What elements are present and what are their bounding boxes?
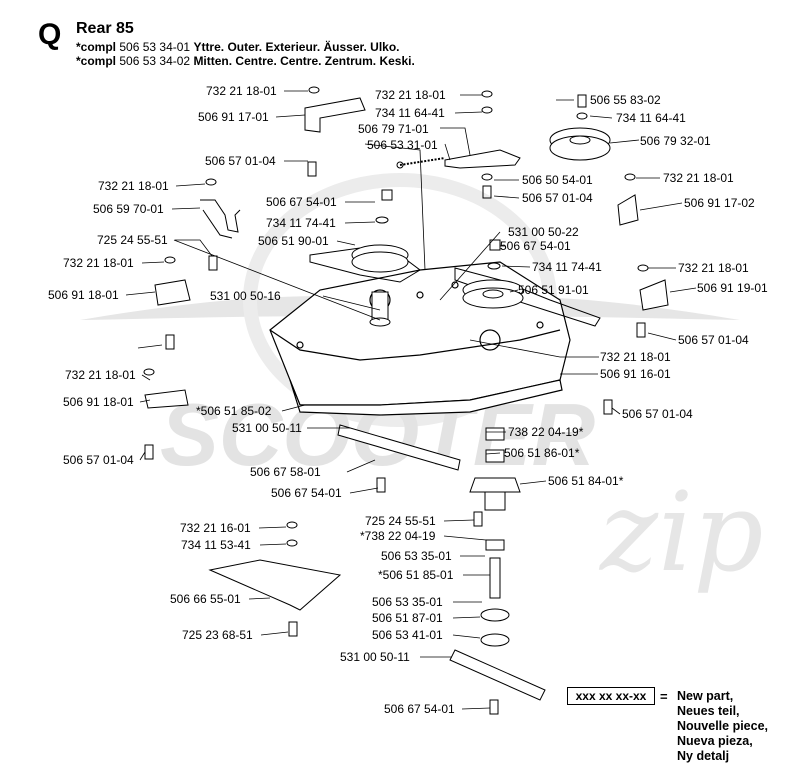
tension-arm <box>396 149 521 169</box>
part-label: 506 51 90-01 <box>258 234 329 248</box>
part-label: 506 53 35-01 <box>372 595 443 609</box>
compl-desc-1: Yttre. Outer. Exterieur. Äusser. Ulko. <box>193 40 400 54</box>
compl-prefix-1: *compl <box>76 40 117 54</box>
spindle-assembly <box>469 427 521 647</box>
part-label: 725 24 55-51 <box>97 233 168 247</box>
bolts <box>144 94 646 715</box>
part-label: 734 11 74-41 <box>266 216 336 230</box>
part-label: 506 67 54-01 <box>266 195 337 209</box>
part-label: 506 50 54-01 <box>522 173 593 187</box>
part-label: 732 21 16-01 <box>180 521 251 535</box>
part-label: 725 24 55-51 <box>365 514 436 528</box>
legend-item: Nueva pieza, <box>677 734 753 748</box>
blade-lower <box>449 649 546 701</box>
part-label: 734 11 74-41 <box>532 260 602 274</box>
pulley-top-right <box>549 127 611 161</box>
part-label: 506 67 58-01 <box>250 465 321 479</box>
part-label: 506 57 01-04 <box>622 407 693 421</box>
part-label: 506 79 71-01 <box>358 122 429 136</box>
part-label: 506 91 18-01 <box>48 288 119 302</box>
part-label: 506 55 83-02 <box>590 93 661 107</box>
part-label: 506 91 16-01 <box>600 367 671 381</box>
part-label: 506 53 35-01 <box>381 549 452 563</box>
bracket-top-left <box>304 97 366 133</box>
compl-line-2: *compl 506 53 34-02 Mitten. Centre. Cent… <box>76 54 415 68</box>
part-label: 506 91 17-01 <box>198 110 269 124</box>
bracket-mid-left <box>154 279 191 306</box>
part-label: 734 11 53-41 <box>181 538 251 552</box>
blade-upper <box>337 424 461 471</box>
part-label: 506 66 55-01 <box>170 592 241 606</box>
part-label: 506 51 91-01 <box>518 283 589 297</box>
legend-item: New part, <box>677 689 734 703</box>
bracket-mid-right <box>639 279 669 311</box>
part-label: 506 67 54-01 <box>384 702 455 716</box>
part-label: 734 11 64-41 <box>375 106 445 120</box>
part-label: 531 00 50-11 <box>232 421 302 435</box>
legend-item: Neues teil, <box>677 704 740 718</box>
discharge-shield <box>208 559 342 611</box>
part-label: 506 67 54-01 <box>500 239 571 253</box>
compl-prefix-2: *compl <box>76 54 117 68</box>
bracket-low-left <box>144 389 189 409</box>
part-label: 506 53 31-01 <box>367 138 438 152</box>
part-label: *506 51 85-02 <box>196 404 272 418</box>
legend-box: xxx xx xx-xx <box>567 687 655 705</box>
legend-text: New part, Neues teil, Nouvelle piece, Nu… <box>677 689 768 764</box>
pulley-right <box>462 279 524 309</box>
part-label: 531 00 50-16 <box>210 289 281 303</box>
watermark-script: zip <box>598 468 764 596</box>
section-title: Rear 85 <box>76 20 134 37</box>
part-label: 506 91 19-01 <box>697 281 768 295</box>
part-label: 732 21 18-01 <box>678 261 749 275</box>
part-label: 506 57 01-04 <box>63 453 134 467</box>
compl-desc-2: Mitten. Centre. Centre. Zentrum. Keski. <box>193 54 415 68</box>
part-label: 734 11 64-41 <box>616 111 686 125</box>
pulley-left <box>351 244 409 327</box>
leader-lines <box>125 90 697 710</box>
part-label: 506 59 70-01 <box>93 202 164 216</box>
legend-item: Nouvelle piece, <box>677 719 769 733</box>
part-label: 506 51 86-01* <box>504 446 580 460</box>
part-label: 506 57 01-04 <box>205 154 276 168</box>
part-label: *506 51 85-01 <box>378 568 454 582</box>
part-label: 506 67 54-01 <box>271 486 342 500</box>
part-label: 531 00 50-22 <box>508 225 579 239</box>
compl-number-2: 506 53 34-02 <box>119 54 191 68</box>
part-label: 738 22 04-19* <box>508 425 584 439</box>
part-label: 506 57 01-04 <box>678 333 749 347</box>
part-label: 531 00 50-11 <box>340 650 410 664</box>
part-label: 506 91 18-01 <box>63 395 134 409</box>
part-label: 506 57 01-04 <box>522 191 593 205</box>
part-label: 732 21 18-01 <box>663 171 734 185</box>
part-label: 732 21 18-01 <box>375 88 446 102</box>
part-label: 732 21 18-01 <box>206 84 277 98</box>
compl-number-1: 506 53 34-01 <box>119 40 191 54</box>
part-label: 506 51 84-01* <box>548 474 624 488</box>
part-label: 732 21 18-01 <box>600 350 671 364</box>
bracket-clip <box>200 199 241 239</box>
legend-item: Ny detalj <box>677 749 730 763</box>
part-label: 732 21 18-01 <box>63 256 134 270</box>
legend-equals: = <box>660 689 668 704</box>
part-label: 506 79 32-01 <box>640 134 711 148</box>
part-label: 506 91 17-02 <box>684 196 755 210</box>
compl-line-1: *compl 506 53 34-01 Yttre. Outer. Exteri… <box>76 40 400 54</box>
bracket-top-right <box>617 194 639 226</box>
part-label: 732 21 18-01 <box>98 179 169 193</box>
part-label: 732 21 18-01 <box>65 368 136 382</box>
part-label: 506 53 41-01 <box>372 628 443 642</box>
part-label: *738 22 04-19 <box>360 529 436 543</box>
part-label: 725 23 68-51 <box>182 628 253 642</box>
section-letter: Q <box>38 18 62 51</box>
part-label: 506 51 87-01 <box>372 611 443 625</box>
